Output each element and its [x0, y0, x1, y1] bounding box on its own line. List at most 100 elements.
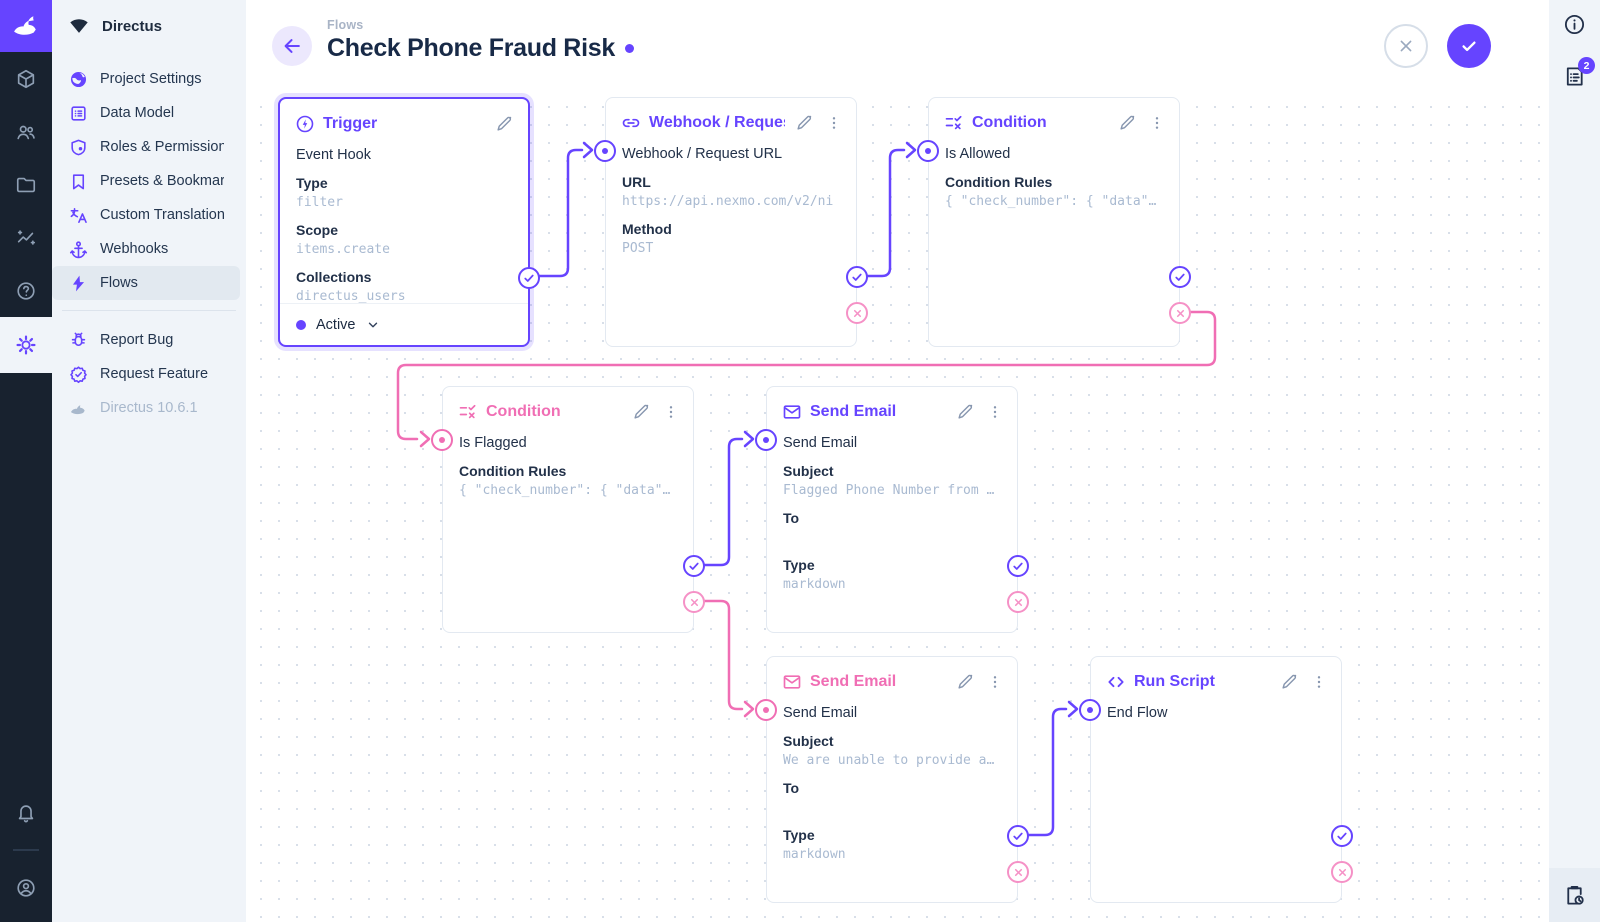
files-module-button[interactable] — [0, 158, 52, 211]
sidebar-item-report-bug[interactable]: Report Bug — [52, 323, 240, 357]
reject-connector[interactable] — [683, 591, 705, 613]
panel-menu-button[interactable] — [824, 113, 844, 133]
resolve-connector[interactable] — [1331, 825, 1353, 847]
resolve-connector[interactable] — [1007, 825, 1029, 847]
sidebar-item-data-model[interactable]: Data Model — [52, 96, 240, 130]
sidebar-item-label: Flows — [100, 275, 138, 291]
edit-panel-button[interactable] — [1116, 111, 1139, 134]
input-connector[interactable] — [755, 699, 777, 721]
rule-icon — [944, 113, 964, 133]
bookmark-icon — [68, 171, 88, 191]
reject-connector[interactable] — [1007, 591, 1029, 613]
save-button[interactable] — [1447, 24, 1491, 68]
panel-menu-button[interactable] — [1309, 672, 1329, 692]
sidebar-item-request-feature[interactable]: Request Feature — [52, 357, 240, 391]
activity-icon — [1567, 885, 1584, 905]
gem-icon — [70, 19, 88, 33]
flow-canvas[interactable]: Flows Check Phone Fraud Risk — [246, 0, 1549, 922]
sidebar-item-flows[interactable]: Flows — [52, 266, 240, 300]
info-sidebar-button[interactable] — [1563, 13, 1586, 36]
sidebar-item-label: Roles & Permissions — [100, 139, 224, 155]
arrowhead — [905, 141, 917, 159]
content-module-button[interactable] — [0, 52, 52, 105]
box-icon — [17, 69, 35, 88]
flow-node-condition-allowed[interactable]: Condition Is Allowed Condition Rules { "… — [917, 97, 1191, 347]
panel-name: Is Allowed — [945, 146, 1011, 162]
resolve-connector[interactable] — [1007, 555, 1029, 577]
arrow-left-icon — [284, 39, 300, 53]
edit-panel-button[interactable] — [630, 400, 653, 423]
input-connector[interactable] — [594, 140, 616, 162]
reject-connector[interactable] — [846, 302, 868, 324]
panel-menu-button[interactable] — [661, 402, 681, 422]
account-button[interactable] — [0, 861, 52, 914]
input-connector[interactable] — [755, 429, 777, 451]
panel-name: Webhook / Request URL — [622, 146, 783, 162]
sidebar-footer-nav: Report Bug Request Feature Directus 10.6… — [52, 321, 246, 425]
users-module-button[interactable] — [0, 105, 52, 158]
flow-node-condition-flagged[interactable]: Condition Is Flagged Condition Rules { "… — [431, 386, 705, 633]
rabbit-icon — [14, 16, 36, 35]
sidebar-item-webhooks[interactable]: Webhooks — [52, 232, 240, 266]
resolve-connector[interactable] — [518, 267, 540, 289]
input-connector[interactable] — [917, 140, 939, 162]
reject-connector[interactable] — [1169, 302, 1191, 324]
wire-email-resolve-to-script — [1025, 707, 1068, 837]
kebab-menu-icon — [993, 405, 997, 418]
folder-icon — [16, 177, 36, 192]
users-icon — [17, 125, 35, 139]
directus-logo[interactable] — [0, 0, 52, 52]
help-module-button[interactable] — [0, 264, 52, 317]
module-bar — [0, 0, 52, 922]
arrowhead — [1067, 700, 1079, 718]
edit-panel-button[interactable] — [493, 112, 516, 135]
settings-module-active — [0, 317, 52, 373]
edit-panel-button[interactable] — [954, 670, 977, 693]
revisions-sidebar-button[interactable]: 2 — [1563, 57, 1595, 88]
flow-node-send-email-flagged[interactable]: Send Email Send Email Subject Flagged Ph… — [755, 386, 1029, 633]
flow-node-send-email-unable[interactable]: Send Email Send Email Subject We are una… — [755, 656, 1029, 903]
arrowhead — [582, 141, 594, 159]
sidebar-item-roles-permissions[interactable]: Roles & Permissions — [52, 130, 240, 164]
flow-node-run-script[interactable]: Run Script End Flow — [1079, 656, 1353, 903]
discard-changes-button[interactable] — [1384, 24, 1428, 68]
reject-connector[interactable] — [1007, 861, 1029, 883]
panel-title: Webhook / Request URL — [649, 113, 785, 131]
info-icon — [1564, 14, 1585, 35]
sidebar-item-project-settings[interactable]: Project Settings — [52, 62, 240, 96]
sidebar-item-custom-translations[interactable]: Custom Translations — [52, 198, 240, 232]
insights-module-button[interactable] — [0, 211, 52, 264]
back-button[interactable] — [272, 26, 312, 66]
resolve-connector[interactable] — [683, 555, 705, 577]
settings-module-button[interactable] — [0, 319, 52, 372]
edit-panel-button[interactable] — [954, 400, 977, 423]
flow-node-webhook[interactable]: Webhook / Request URL Webhook / Request … — [594, 97, 868, 347]
sidebar-item-presets-bookmarks[interactable]: Presets & Bookmar... — [52, 164, 240, 198]
notifications-bell-button[interactable] — [0, 786, 52, 839]
feature-badge-icon — [68, 364, 88, 384]
flow-node-trigger[interactable]: Trigger Event Hook Type filter Scope ite… — [278, 97, 540, 347]
edit-panel-button[interactable] — [1278, 670, 1301, 693]
edit-panel-button[interactable] — [793, 111, 816, 134]
shield-icon — [68, 137, 88, 157]
panel-menu-button[interactable] — [985, 402, 1005, 422]
wire-trigger-to-webhook — [537, 148, 584, 278]
bolt-circle-icon — [295, 114, 315, 134]
project-header[interactable]: Directus — [52, 0, 246, 52]
panel-name: End Flow — [1107, 705, 1168, 721]
sidebar-item-label: Project Settings — [100, 71, 202, 87]
resolve-connector[interactable] — [846, 266, 868, 288]
input-connector[interactable] — [431, 429, 453, 451]
reject-connector[interactable] — [1331, 861, 1353, 883]
activity-log-button[interactable] — [1563, 884, 1586, 907]
pencil-icon — [797, 115, 812, 130]
help-icon — [17, 281, 35, 300]
input-connector[interactable] — [1079, 699, 1101, 721]
status-label: Active — [316, 316, 356, 333]
resolve-connector[interactable] — [1169, 266, 1191, 288]
mail-icon — [782, 672, 802, 692]
title-block: Flows Check Phone Fraud Risk — [327, 18, 634, 63]
panel-menu-button[interactable] — [985, 672, 1005, 692]
trigger-status-toggle[interactable]: Active — [280, 303, 528, 345]
panel-menu-button[interactable] — [1147, 113, 1167, 133]
